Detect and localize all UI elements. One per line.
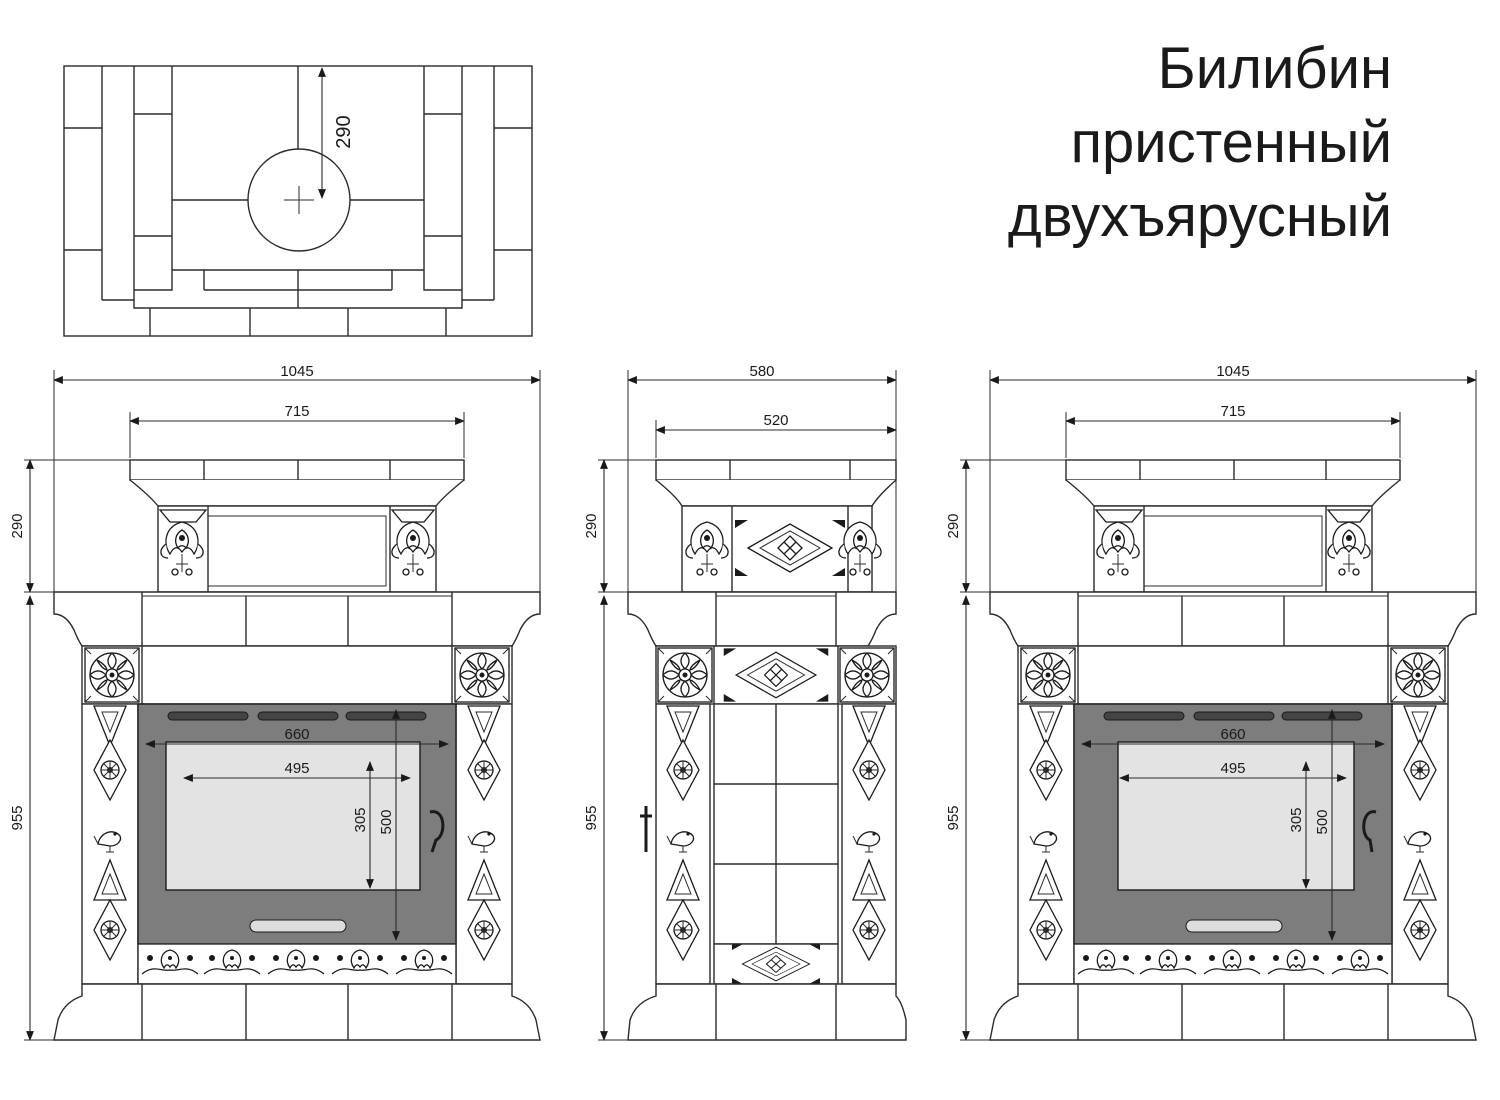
front-lower-height: 955 bbox=[9, 805, 26, 830]
plan-flue-dimension: 290 bbox=[333, 115, 355, 148]
front-door-height: 500 bbox=[378, 809, 395, 834]
side-lower-height: 955 bbox=[583, 805, 600, 830]
front-top-width: 715 bbox=[284, 403, 309, 420]
title-line-1: Билибин bbox=[1158, 36, 1392, 101]
rear-total-width: 1045 bbox=[1216, 363, 1249, 380]
rear-door-height: 500 bbox=[1314, 809, 1331, 834]
rear-door-width: 660 bbox=[1220, 726, 1245, 743]
rear-glass-width: 495 bbox=[1220, 760, 1245, 777]
rear-door-handle-icon bbox=[1362, 810, 1377, 853]
front-view: 1045 715 290 955 bbox=[9, 363, 541, 1041]
rear-view: 1045 715 290 955 bbox=[945, 363, 1477, 1041]
rear-glass-height: 305 bbox=[1288, 807, 1305, 832]
side-handle-icon bbox=[640, 806, 652, 852]
door-handle-icon bbox=[429, 810, 445, 853]
rear-door-glass bbox=[1117, 741, 1355, 891]
rear-top-width: 715 bbox=[1220, 403, 1245, 420]
front-door-width: 660 bbox=[284, 726, 309, 743]
front-total-width: 1045 bbox=[280, 363, 313, 380]
side-view: 580 520 290 955 bbox=[583, 363, 907, 1041]
side-top-width: 520 bbox=[763, 412, 788, 429]
front-glass-height: 305 bbox=[352, 807, 369, 832]
title-line-3: двухъярусный bbox=[1008, 184, 1392, 249]
plan-view: 290 bbox=[63, 65, 533, 337]
side-top-height: 290 bbox=[583, 513, 600, 538]
front-top-height: 290 bbox=[9, 513, 26, 538]
rear-top-height: 290 bbox=[945, 513, 962, 538]
side-total-width: 580 bbox=[749, 363, 774, 380]
rear-lower-height: 955 bbox=[945, 805, 962, 830]
front-glass-width: 495 bbox=[284, 760, 309, 777]
title-line-2: пристенный bbox=[1071, 110, 1392, 175]
